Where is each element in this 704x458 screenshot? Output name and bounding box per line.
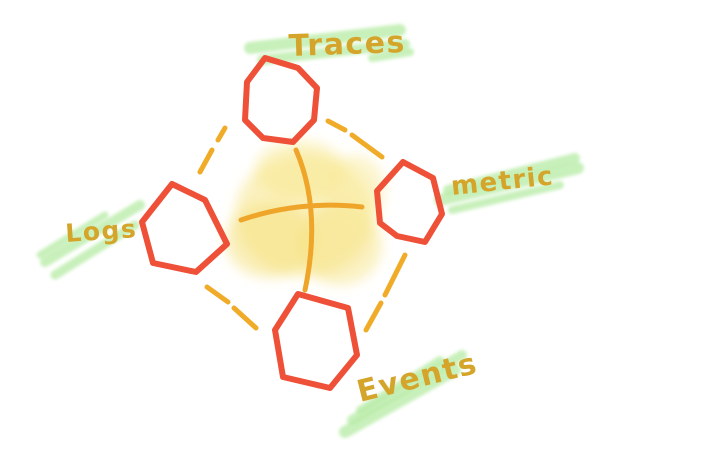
connector-logs-traces [197,125,228,175]
center-glow [225,140,385,285]
events-label: Events [353,346,481,410]
cross-line-horizontal [238,202,365,223]
logs-hexagon [139,181,230,275]
metric-highlight [434,153,584,214]
connector-traces-metric [325,118,385,160]
traces-highlight [244,24,414,65]
traces-hexagon [242,55,320,145]
metric-label: metric [450,161,556,202]
connectors [197,118,408,333]
connector-logs-events [204,284,259,331]
label-highlights [36,24,584,438]
logs-highlight [36,200,145,280]
events-highlight [339,350,467,438]
logs-label: Logs [64,214,138,248]
center-cross [238,147,365,293]
traces-label: Traces [288,25,406,64]
nodes [139,55,445,391]
metric-hexagon [374,159,445,245]
cross-line-vertical [293,147,315,293]
events-hexagon [272,291,360,391]
connector-metric-events [363,252,408,333]
